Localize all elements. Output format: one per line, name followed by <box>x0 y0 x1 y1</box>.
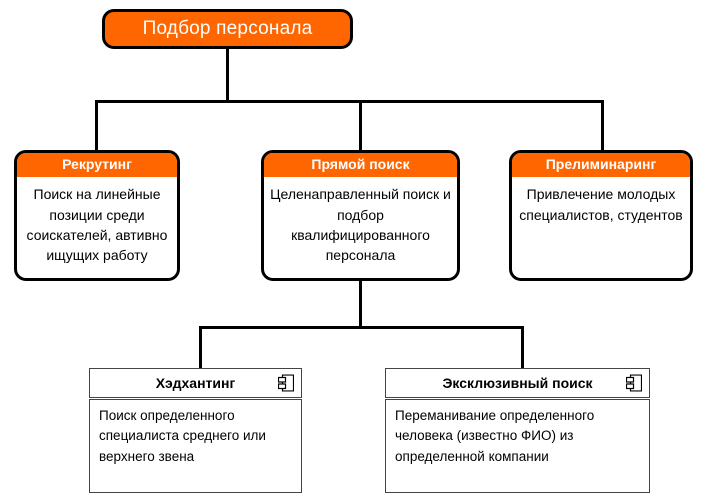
connector-root-stem <box>226 47 229 102</box>
card-preliminaring-body: Привлечение молодых специалистов, студен… <box>519 186 683 223</box>
connector-drop-exclusive-search <box>521 326 524 369</box>
component-headhunting-header: Хэдхантинг <box>89 368 302 398</box>
card-preliminaring[interactable]: Прелиминаринг Привлечение молодых специа… <box>509 150 693 281</box>
root-node-label: Подбор персонала <box>142 18 313 39</box>
uml-component-icon <box>277 374 295 392</box>
card-preliminaring-title: Прелиминаринг <box>512 153 690 178</box>
card-recruiting-title: Рекрутинг <box>17 153 177 178</box>
component-exclusive-search-title: Эксклюзивный поиск <box>442 375 593 391</box>
card-direct-search-title: Прямой поиск <box>264 153 457 178</box>
component-headhunting[interactable]: Хэдхантинг Поиск определенного специалис… <box>89 368 302 493</box>
component-headhunting-title: Хэдхантинг <box>155 375 236 391</box>
card-direct-search-body: Целенаправленный поиск и подбор квалифиц… <box>270 186 451 264</box>
root-node-recruitment[interactable]: Подбор персонала <box>102 9 353 49</box>
card-recruiting-body: Поиск на линейные позиции среди соискате… <box>26 186 168 264</box>
connector-level2-bus <box>95 100 604 103</box>
component-exclusive-search-body: Переманивание определенного человека (из… <box>385 399 650 493</box>
component-headhunting-body: Поиск определенного специалиста среднего… <box>89 399 302 493</box>
card-recruiting[interactable]: Рекрутинг Поиск на линейные позиции сред… <box>14 150 180 281</box>
connector-drop-preliminaring <box>601 100 604 152</box>
connector-direct-search-stem <box>359 281 362 329</box>
connector-drop-recruiting <box>95 100 98 152</box>
component-exclusive-search-header: Эксклюзивный поиск <box>385 368 650 398</box>
component-exclusive-search[interactable]: Эксклюзивный поиск Переманивание определ… <box>385 368 650 493</box>
connector-drop-headhunting <box>199 326 202 369</box>
connector-drop-direct-search <box>359 100 362 152</box>
card-direct-search[interactable]: Прямой поиск Целенаправленный поиск и по… <box>261 150 460 281</box>
uml-component-icon <box>625 374 643 392</box>
connector-level3-bus <box>199 326 524 329</box>
